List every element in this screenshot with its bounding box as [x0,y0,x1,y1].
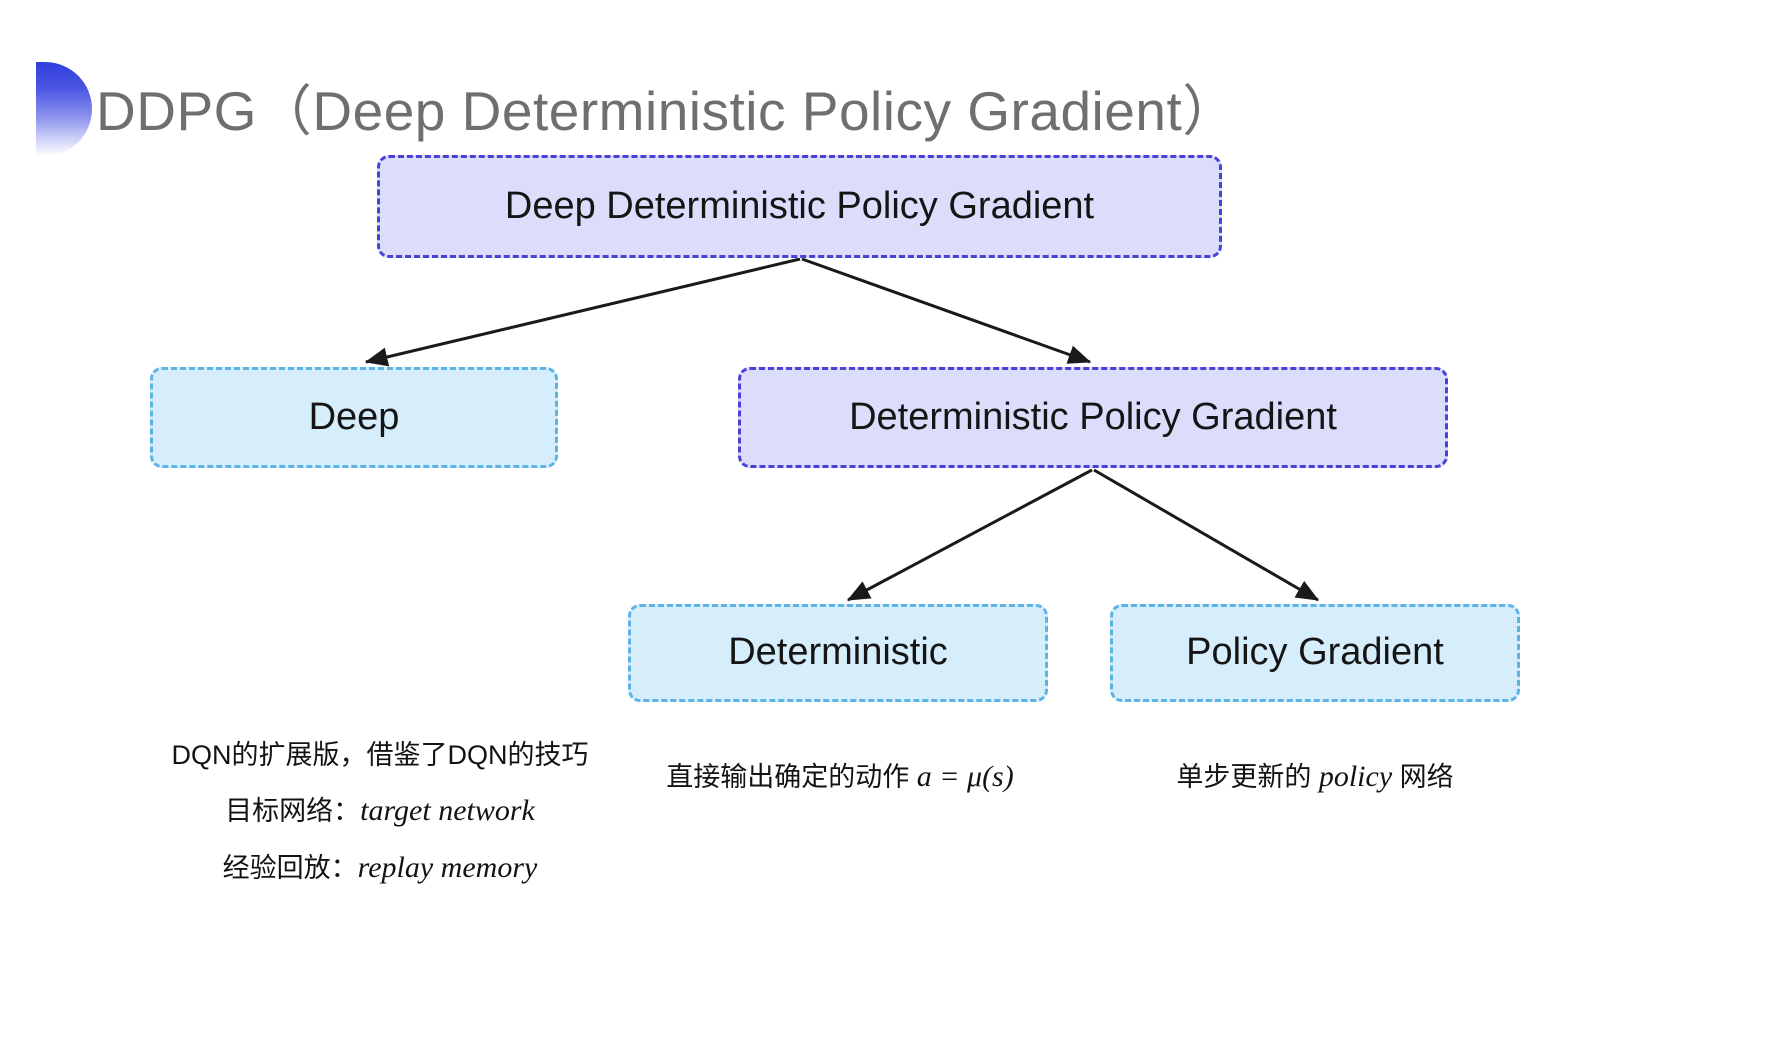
caption-deep-line-2: 目标网络：target network [110,782,650,840]
node-deep[interactable]: Deep [150,367,558,468]
caption-policy-gradient: 单步更新的 policy 网络 [1120,748,1510,806]
caption-deep-line-2-term: target network [360,793,535,827]
caption-deep: DQN的扩展版，借鉴了DQN的技巧 目标网络：target network 经验… [110,730,650,897]
caption-policy-gradient-tail: 网络 [1392,762,1454,792]
page-title: DDPG（Deep Deterministic Policy Gradient） [96,80,1238,142]
edge-dpg-to-policy-gradient [1093,468,1320,602]
half-circle-gradient-icon [36,62,92,156]
caption-deep-line-3: 经验回放：replay memory [110,839,650,897]
caption-deep-line-2-label: 目标网络： [225,795,361,826]
caption-deterministic-formula: a = μ(s) [916,760,1014,793]
node-deterministic[interactable]: Deterministic [628,604,1048,702]
edge-root-to-deep [364,257,801,367]
caption-deep-line-3-term: replay memory [357,851,538,885]
node-policy-gradient[interactable]: Policy Gradient [1110,604,1520,702]
caption-deep-line-1: DQN的扩展版，借鉴了DQN的技巧 [171,740,589,770]
edge-root-to-dpg [801,257,1092,364]
caption-deterministic: 直接输出确定的动作 a = μ(s) [640,748,1040,806]
edge-dpg-to-deterministic [846,468,1093,602]
caption-policy-gradient-line-1: 单步更新的 [1176,762,1312,792]
node-deterministic-policy-gradient[interactable]: Deterministic Policy Gradient [738,367,1448,468]
caption-policy-gradient-line-2: policy 网络 [1318,760,1454,793]
node-deep-deterministic-policy-gradient[interactable]: Deep Deterministic Policy Gradient [377,155,1222,258]
caption-deep-line-3-label: 经验回放： [222,853,358,884]
caption-policy-gradient-term: policy [1318,760,1393,793]
caption-deterministic-line-1: 直接输出确定的动作 [666,762,910,792]
